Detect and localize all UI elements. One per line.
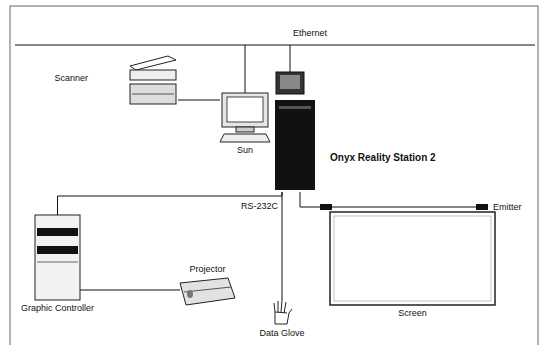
rack-icon (35, 215, 80, 300)
device-label: Graphic Controller (21, 303, 94, 314)
glove-icon (274, 300, 292, 324)
projector-device: Projector (180, 278, 235, 305)
projection-screen: Screen (330, 212, 495, 305)
ethernet-bus (15, 45, 535, 46)
data-glove: Data Glove (270, 300, 294, 325)
device-label: Screen (398, 308, 427, 319)
device-label: Emitter (493, 202, 522, 213)
cable-line (282, 192, 283, 300)
device-label: Projector (189, 264, 225, 275)
scanner-icon (130, 56, 176, 104)
device-label: Onyx Reality Station 2 (330, 152, 436, 164)
device-label: Scanner (54, 73, 88, 84)
workstation-device: Sun (220, 93, 270, 142)
network-label: Ethernet (292, 28, 328, 39)
cable-line (300, 192, 476, 207)
signal-label: RS-232C (240, 201, 279, 212)
device-label: Sun (237, 145, 253, 156)
device-label: Data Glove (259, 328, 304, 339)
scanner-device: Scanner (128, 56, 178, 104)
emitter-device: Emitter (476, 203, 488, 211)
emitter-box (476, 204, 488, 210)
frame (10, 6, 538, 345)
cable-line (80, 290, 180, 291)
graphic-controller: Graphic Controller (35, 215, 80, 300)
workstation-icon (220, 93, 270, 142)
bus-drop (290, 45, 291, 72)
projector-icon (180, 278, 235, 305)
onyx-icon (275, 72, 315, 190)
bus-drop (245, 45, 246, 93)
reality-station: Onyx Reality Station 2 (275, 72, 315, 192)
cable-line (58, 192, 283, 215)
cable-line (178, 100, 220, 101)
screen-icon (330, 212, 495, 305)
